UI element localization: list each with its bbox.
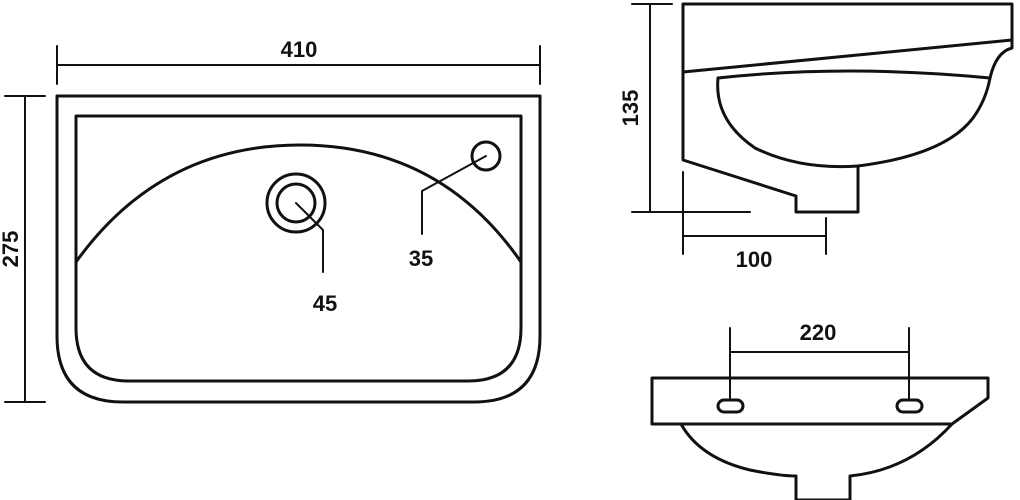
tap-hole [470, 140, 502, 172]
side-bowl-curve [716, 69, 992, 169]
mounting-holes-dimension [729, 327, 910, 399]
height-dimension [631, 3, 751, 213]
tap-hole-diameter-label: 35 [409, 246, 433, 271]
basin-inner-outline [74, 114, 523, 383]
side-offset-label: 100 [736, 247, 773, 272]
drain-outer-ring [265, 172, 327, 234]
drain-diameter-label: 45 [313, 291, 337, 316]
offset-dimension [682, 171, 827, 255]
top-view [4, 45, 542, 404]
width-label: 410 [281, 37, 318, 62]
drain-leader-line [295, 202, 324, 273]
depth-label: 275 [0, 231, 23, 268]
side-rim-line [681, 38, 1014, 74]
front-outline [650, 376, 990, 426]
left-mounting-hole [716, 398, 745, 414]
basin-outer-outline [55, 94, 542, 404]
width-dimension [56, 45, 541, 85]
drain-inner-ring [275, 182, 317, 224]
right-mounting-hole [895, 398, 924, 414]
side-profile-outline [681, 2, 1014, 214]
tap-hole-leader-line [421, 155, 487, 235]
side-height-label: 135 [618, 90, 643, 127]
depth-dimension [4, 95, 46, 403]
side-view [631, 2, 1014, 255]
front-bowl-outline [679, 422, 954, 500]
mounting-spacing-label: 220 [800, 320, 837, 345]
front-view [650, 327, 990, 500]
bowl-edge-curve [74, 143, 523, 264]
